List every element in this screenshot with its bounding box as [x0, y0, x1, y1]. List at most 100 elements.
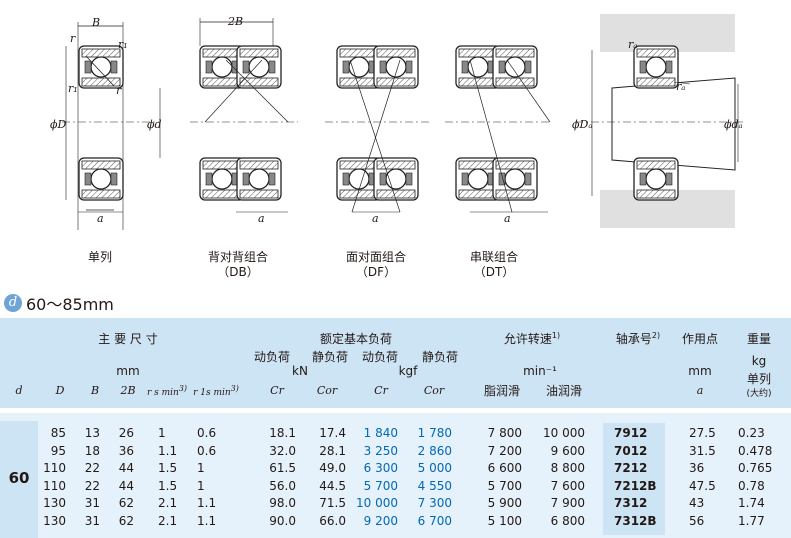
cell-B: 13 [84, 426, 100, 440]
cell-a: 56 [689, 513, 705, 528]
cell-oil: 7 900 [550, 496, 585, 510]
cell-twoB: 36 [118, 443, 134, 458]
cell-twoB: 44 [118, 461, 134, 475]
cell-Cor_kgf: 5 000 [417, 461, 452, 475]
label-2B: 2B [228, 15, 244, 28]
cell-grease: 7 200 [487, 443, 522, 458]
label-phiD: ϕD [50, 118, 67, 131]
cell-D: 130 [43, 496, 66, 510]
cell-r1s: 0.6 [197, 426, 217, 440]
cell-B: 22 [84, 461, 100, 475]
cell-a: 36 [689, 461, 705, 475]
cell-Cr: 61.5 [269, 461, 296, 475]
cell-Cor_kgf: 4 550 [417, 478, 452, 493]
bearing-diagrams: B r r₁ r₁ r ϕD ϕd a 2B a a a rₐ rₐ ϕDₐ ϕ… [50, 14, 745, 279]
label-a-df: a [372, 212, 379, 225]
cell-B: 31 [84, 496, 100, 510]
cell-grease: 7 800 [487, 426, 522, 440]
cell-D: 85 [50, 426, 66, 440]
cell-bearing: 7912 [614, 426, 648, 440]
label-a-db: a [258, 212, 265, 225]
header-kgf: kgf [398, 364, 418, 378]
cell-Cr: 90.0 [269, 513, 296, 528]
cell-rs: 2.1 [158, 496, 178, 510]
header-kN: kN [292, 364, 308, 378]
cell-twoB: 62 [118, 513, 134, 528]
df-diagram [325, 45, 432, 213]
sym-Cr2: Cr [374, 384, 388, 397]
cell-oil: 6 800 [550, 513, 585, 528]
header-kg: kg [751, 354, 767, 368]
cell-r1s: 1 [197, 478, 205, 493]
cell-r1s: 1.1 [197, 496, 217, 510]
caption-db: 背对背组合 （DB） [207, 250, 268, 279]
cell-D: 95 [50, 443, 66, 458]
label-B: B [92, 16, 101, 29]
sym-r1s: r 1s min3) [193, 384, 239, 398]
cell-r1s: 1 [197, 461, 205, 475]
cell-r1s: 1.1 [197, 513, 217, 528]
sym-d: d [15, 384, 23, 397]
caption-df: 面对面组合 （DF） [345, 250, 406, 279]
bearing-drawings [62, 14, 745, 230]
header-dyn2: 动负荷 [361, 350, 399, 364]
cell-rs: 1.5 [158, 478, 178, 493]
cell-Cor: 17.4 [319, 426, 346, 440]
label-phida: ϕdₐ [724, 118, 743, 131]
header-load-ratings: 额定基本负荷 [319, 332, 393, 346]
cell-D: 110 [43, 461, 66, 475]
cell-weight: 0.78 [738, 478, 765, 493]
cell-Cor: 28.1 [319, 443, 346, 458]
label-r-side: r [116, 84, 122, 97]
cell-bearing: 7312B [614, 513, 657, 528]
cell-bearing: 7312 [614, 496, 648, 510]
cell-Cr: 56.0 [269, 478, 296, 493]
cell-twoB: 26 [118, 426, 134, 440]
header-single: 单列 [746, 372, 772, 386]
cell-grease: 5 900 [487, 496, 522, 510]
cell-a: 27.5 [689, 426, 716, 440]
sym-Cor: Cor [316, 384, 338, 397]
cell-rs: 1.1 [158, 443, 178, 458]
cell-Cor: 71.5 [319, 496, 346, 510]
mounting-diagram [575, 14, 745, 228]
header-approx: (大约) [746, 389, 772, 399]
cell-Cr_kgf: 1 840 [363, 426, 398, 440]
cell-Cr_kgf: 5 700 [363, 478, 398, 493]
cell-Cr_kgf: 6 300 [363, 461, 398, 475]
label-r1-side: r₁ [68, 82, 78, 95]
header-mm: mm [116, 364, 140, 378]
range-symbol: d [4, 294, 22, 312]
cell-D: 130 [43, 513, 66, 528]
cell-Cr_kgf: 9 200 [363, 513, 398, 528]
cell-bearing: 7012 [614, 443, 648, 458]
cell-a: 31.5 [689, 443, 716, 458]
sym-Cor2: Cor [423, 384, 445, 397]
cell-oil: 8 800 [550, 461, 585, 475]
header-mm2: mm [688, 364, 712, 378]
header-speed: 允许转速1) [503, 331, 561, 346]
header-load-point: 作用点 [681, 332, 719, 346]
cell-weight: 0.478 [738, 443, 773, 458]
sym-Cr: Cr [270, 384, 284, 397]
cell-Cor: 49.0 [319, 461, 346, 475]
cell-bearing: 7212B [614, 478, 657, 493]
header-dyn1: 动负荷 [253, 350, 291, 364]
cell-B: 18 [84, 443, 100, 458]
label-r-top: r [70, 32, 76, 45]
cell-Cor: 44.5 [319, 478, 346, 493]
range-title: d 60～85mm [4, 292, 114, 314]
header-oil: 油润滑 [545, 384, 583, 398]
cell-Cor_kgf: 7 300 [417, 496, 452, 510]
label-a-dt: a [504, 212, 511, 225]
spec-table: 主 要 尺 寸 额定基本负荷 允许转速1) 轴承号2) 作用点 重量 动负荷 静… [0, 318, 791, 538]
cell-Cr: 32.0 [269, 443, 296, 458]
d-value: 60 [8, 469, 30, 487]
cell-twoB: 62 [118, 496, 134, 510]
cell-weight: 1.74 [738, 496, 765, 510]
cell-weight: 0.765 [738, 461, 773, 475]
header-sta1: 静负荷 [311, 350, 349, 364]
db-diagram [190, 18, 298, 213]
label-ra-top: rₐ [628, 38, 638, 51]
sym-rs: r s min3) [146, 384, 188, 398]
